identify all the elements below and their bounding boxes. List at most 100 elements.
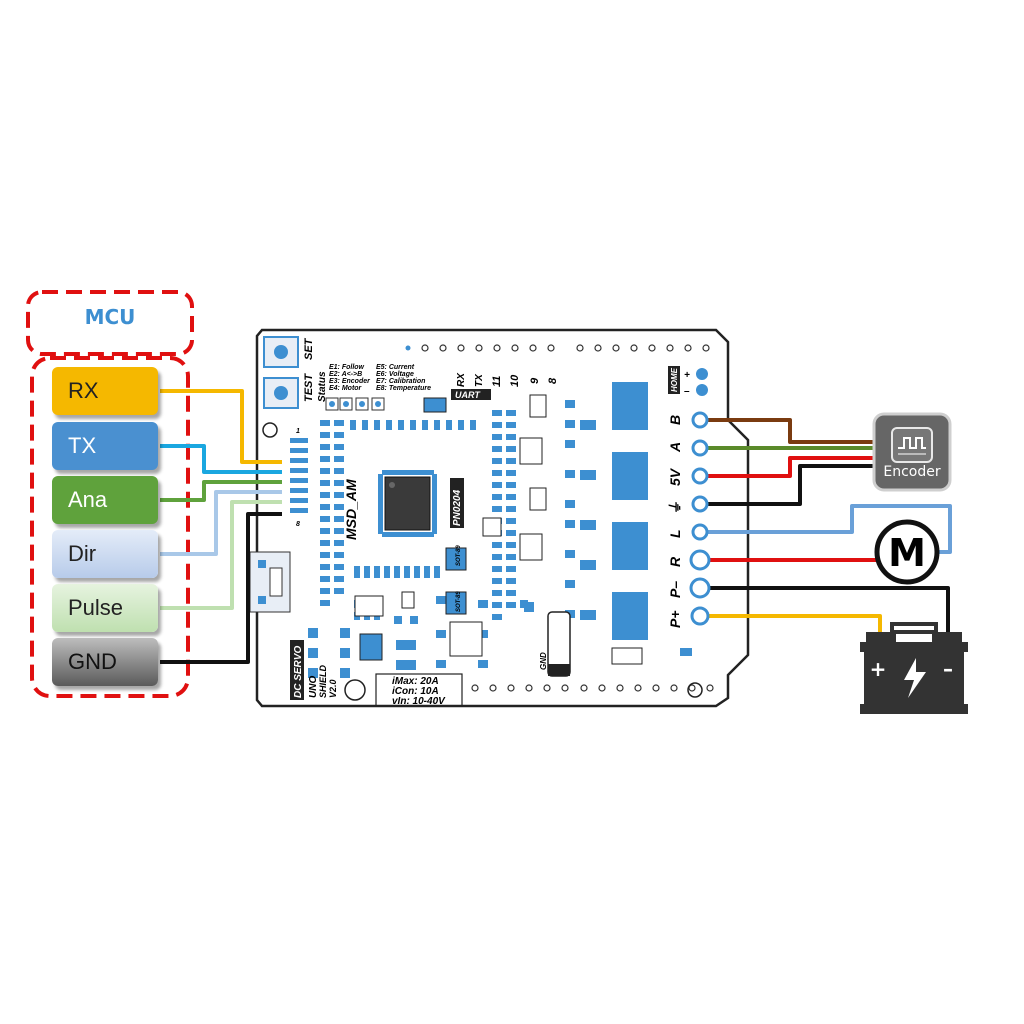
- top-header-holes: [421, 344, 710, 352]
- input-pin-header: [290, 438, 308, 513]
- microcontroller-chip: [378, 470, 437, 537]
- mount-hole: [344, 679, 366, 701]
- mcu-pin-rx: RX: [52, 367, 158, 415]
- home-label: HOME: [670, 367, 679, 392]
- mcu-pin-group-box: [30, 356, 190, 698]
- sot89-chip: [445, 547, 467, 571]
- terminal-a-label: A: [667, 442, 683, 453]
- battery-plus-label: +: [870, 657, 887, 681]
- pin-11-label: 11: [491, 376, 503, 387]
- motor-icon: [874, 519, 940, 585]
- set-label: SET: [303, 337, 315, 360]
- home-label-bg: [668, 366, 680, 394]
- error-code: E4: Motor: [329, 385, 363, 392]
- error-code: E2: A<->B: [329, 371, 362, 378]
- uart-tx-label: TX: [474, 373, 485, 387]
- wire-pulse: [160, 500, 282, 610]
- sot89-chip: [445, 591, 467, 615]
- specs-box: [375, 673, 463, 707]
- battery-icon: [860, 622, 968, 714]
- wire-encoder-5v: [700, 456, 880, 478]
- encoder-icon-box: [891, 427, 933, 463]
- home-plus: +: [684, 370, 690, 381]
- mosfets: [612, 382, 648, 640]
- brand-line: DC SERVO: [293, 646, 304, 698]
- home-minus: –: [684, 386, 690, 397]
- pin-10-label: 10: [509, 374, 521, 387]
- mount-hole: [687, 682, 703, 698]
- brand-bg: [290, 640, 304, 700]
- error-code: E1: Follow: [329, 364, 365, 371]
- header-pin-8-label: 8: [296, 521, 300, 528]
- brand-line: SHIELD: [318, 664, 328, 698]
- usb-connector: [249, 551, 291, 613]
- mcu-title: MCU: [84, 305, 136, 329]
- error-code: E5: Current: [376, 364, 415, 371]
- encoder-label: Encoder: [883, 464, 941, 480]
- mcu-pin-tx: TX: [52, 422, 158, 470]
- part-number-label: PN0204: [452, 489, 463, 526]
- terminal-5v-label: 5V: [667, 467, 683, 486]
- wire-battery-minus: [700, 586, 950, 632]
- mcu-pin-gnd: GND: [52, 638, 158, 686]
- bottom-header-holes: [471, 684, 714, 692]
- spec-line: iCon: 10A: [392, 686, 439, 697]
- gnd-pad: [524, 602, 534, 612]
- home-pad: [696, 368, 708, 380]
- mcu-title-box: [26, 290, 194, 356]
- encoder-waveform-icon: [898, 437, 926, 455]
- header-pin-1-label: 1: [296, 428, 300, 435]
- spec-line: vIn: 10-40V: [392, 696, 446, 707]
- mcu-pin-ana: Ana: [52, 476, 158, 524]
- part-number-bg: [450, 478, 464, 528]
- diode: [611, 647, 643, 665]
- terminal-p-minus-label: P–: [667, 581, 683, 598]
- status-leds: [325, 397, 447, 413]
- wire-rx: [160, 389, 282, 464]
- inductor: [359, 633, 383, 661]
- sot89-label: SOT-89: [456, 545, 462, 566]
- wire-gnd: [160, 512, 282, 664]
- wire-battery-plus: [700, 614, 882, 632]
- error-code: E8: Temperature: [376, 385, 431, 392]
- brand-line: UNO: [308, 676, 319, 698]
- wire-encoder-b: [700, 418, 880, 444]
- gnd-label: GND: [539, 652, 548, 670]
- mount-hole: [405, 345, 411, 351]
- test-button-cap: [274, 386, 288, 400]
- capacitor-band: [548, 664, 570, 676]
- battery-minus-label: –: [943, 657, 953, 681]
- terminal-p-plus-label: P+: [667, 610, 683, 628]
- mount-hole: [262, 422, 278, 438]
- error-code: E6: Voltage: [376, 371, 414, 378]
- terminal-l-label: L: [667, 529, 683, 538]
- wire-dir: [160, 490, 282, 556]
- sot89-label: SOT-89: [456, 591, 462, 612]
- chip-label: MSD_AM: [343, 479, 359, 540]
- wire-tx: [160, 444, 282, 474]
- uart-rx-label: RX: [456, 372, 467, 387]
- wire-encoder-gnd: [700, 464, 880, 506]
- error-code: E7: Calibration: [376, 378, 425, 385]
- set-button-cap: [274, 345, 288, 359]
- wire-ana: [160, 480, 282, 502]
- uart-label-bg: [451, 389, 491, 400]
- status-label: Status: [317, 371, 328, 402]
- mcu-pin-dir: Dir: [52, 530, 158, 578]
- mcu-pin-pulse: Pulse: [52, 584, 158, 632]
- pin-8-label: 8: [547, 377, 559, 384]
- terminal-b-label: B: [667, 415, 683, 425]
- error-codes: E1: Follow E2: A<->B E3: Encoder E4: Mot…: [329, 364, 431, 392]
- terminal-r-label: R: [667, 556, 683, 567]
- uart-label: UART: [455, 390, 481, 400]
- terminal-pads: [689, 411, 711, 626]
- test-button[interactable]: [263, 377, 299, 409]
- brand-line: V2.0: [328, 679, 338, 698]
- home-pad: [696, 384, 708, 396]
- small-ics: [354, 394, 547, 657]
- error-code: E3: Encoder: [329, 378, 371, 385]
- pin-9-label: 9: [529, 377, 541, 384]
- test-label: TEST: [303, 373, 315, 402]
- wire-motor-l: [700, 504, 952, 554]
